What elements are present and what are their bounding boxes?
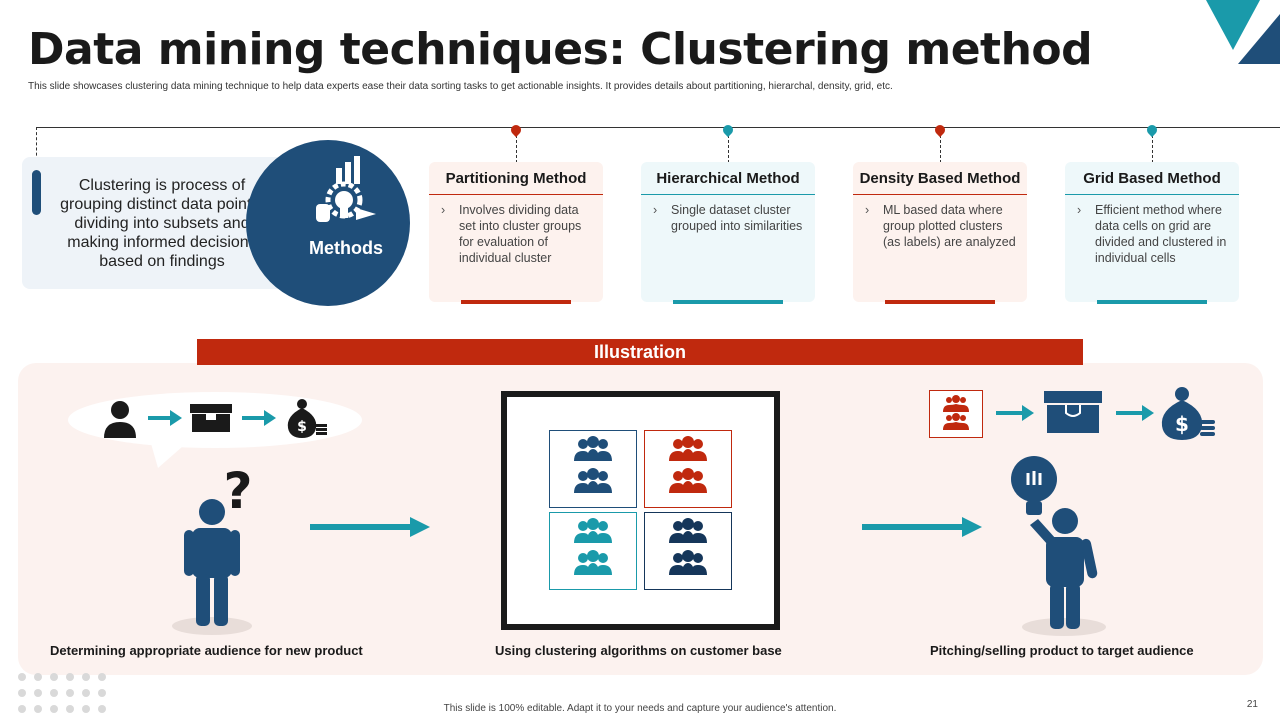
method-description-text: Efficient method where data cells on gri… <box>1095 203 1227 265</box>
method-description-text: ML based data where group plotted cluste… <box>883 203 1016 249</box>
method-title: Grid Based Method <box>1083 170 1221 187</box>
money-bag-icon: $ <box>287 399 327 438</box>
method-footer-bar <box>461 300 571 304</box>
chevron-right-icon: › <box>1077 203 1082 217</box>
methods-label: Methods <box>309 238 383 258</box>
page-number: 21 <box>1246 699 1258 710</box>
chevron-right-icon: › <box>441 203 446 217</box>
illustration-header: Illustration <box>197 339 1083 365</box>
intro-accent-bar <box>32 170 41 215</box>
svg-text:$: $ <box>1175 412 1189 436</box>
people-group-icon <box>929 390 983 438</box>
cluster-cell <box>644 512 732 590</box>
svg-text:?: ? <box>223 464 252 514</box>
money-bag-icon: $ <box>1161 387 1215 440</box>
timeline-connector <box>728 135 729 163</box>
intro-text: Clustering is process of grouping distin… <box>60 177 264 270</box>
arrow-right-icon <box>148 410 182 426</box>
caption-determining-audience: Determining appropriate audience for new… <box>50 643 363 658</box>
person-thinking-figure <box>172 499 252 635</box>
question-mark-icon: ? <box>223 464 252 514</box>
dot-grid-decoration <box>18 673 106 713</box>
arrow-right-icon <box>1116 405 1154 421</box>
cluster-cell <box>549 512 637 590</box>
product-box-icon <box>190 404 232 432</box>
person-with-idea-bulb-figure <box>1011 456 1106 636</box>
timeline-connector <box>516 135 517 163</box>
method-footer-bar <box>885 300 995 304</box>
page-title: Data mining techniques: Clustering metho… <box>28 24 1093 75</box>
timeline-connector <box>1152 135 1153 163</box>
timeline-pin <box>1144 122 1160 138</box>
product-box-icon <box>1044 391 1102 433</box>
gear-bulb-chart-icon <box>316 156 376 222</box>
timeline-pin <box>720 122 736 138</box>
method-divider <box>641 194 815 195</box>
timeline-connector <box>940 135 941 163</box>
caption-pitching-product: Pitching/selling product to target audie… <box>930 643 1194 658</box>
method-title: Partitioning Method <box>445 170 587 187</box>
method-title: Hierarchical Method <box>656 170 800 187</box>
method-description: › Efficient method where data cells on g… <box>1077 202 1229 266</box>
method-footer-bar <box>1097 300 1207 304</box>
arrow-right-icon <box>242 410 276 426</box>
arrow-right-icon <box>996 405 1034 421</box>
cluster-cell <box>549 430 637 508</box>
timeline-pin <box>508 122 524 138</box>
chevron-right-icon: › <box>653 203 658 217</box>
people-group-icon <box>669 436 707 493</box>
thought-bubble-tail <box>150 440 190 468</box>
timeline-line <box>36 127 1280 128</box>
method-description: › Involves dividing data set into cluste… <box>441 202 593 266</box>
svg-text:$: $ <box>297 419 307 435</box>
page-subtitle: This slide showcases clustering data min… <box>28 81 893 92</box>
method-divider <box>1065 194 1239 195</box>
caption-clustering-algorithms: Using clustering algorithms on customer … <box>495 643 782 658</box>
footer-note: This slide is 100% editable. Adapt it to… <box>443 703 837 714</box>
chevron-right-icon: › <box>865 203 870 217</box>
methods-circle <box>246 140 410 306</box>
corner-triangles-decoration <box>1206 0 1280 64</box>
person-icon <box>104 401 136 438</box>
method-description: › ML based data where group plotted clus… <box>865 202 1017 250</box>
timeline-pin <box>932 122 948 138</box>
cluster-cell <box>644 430 732 508</box>
people-group-icon <box>574 436 612 493</box>
method-title: Density Based Method <box>859 170 1021 187</box>
method-footer-bar <box>673 300 783 304</box>
timeline-connector <box>36 127 37 171</box>
method-description-text: Single dataset cluster grouped into simi… <box>671 203 803 233</box>
people-group-icon <box>574 518 612 575</box>
cluster-frame <box>501 391 780 630</box>
method-divider <box>429 194 603 195</box>
method-card-partitioning: Partitioning Method › Involves dividing … <box>429 162 603 304</box>
method-description: › Single dataset cluster grouped into si… <box>653 202 805 234</box>
arrow-right-icon <box>862 517 982 537</box>
method-divider <box>853 194 1027 195</box>
method-card-grid: Grid Based Method › Efficient method whe… <box>1065 162 1239 304</box>
method-card-hierarchical: Hierarchical Method › Single dataset clu… <box>641 162 815 304</box>
method-card-density: Density Based Method › ML based data whe… <box>853 162 1027 304</box>
people-group-icon <box>669 518 707 575</box>
method-description-text: Involves dividing data set into cluster … <box>459 203 582 265</box>
arrow-right-icon <box>310 517 430 537</box>
